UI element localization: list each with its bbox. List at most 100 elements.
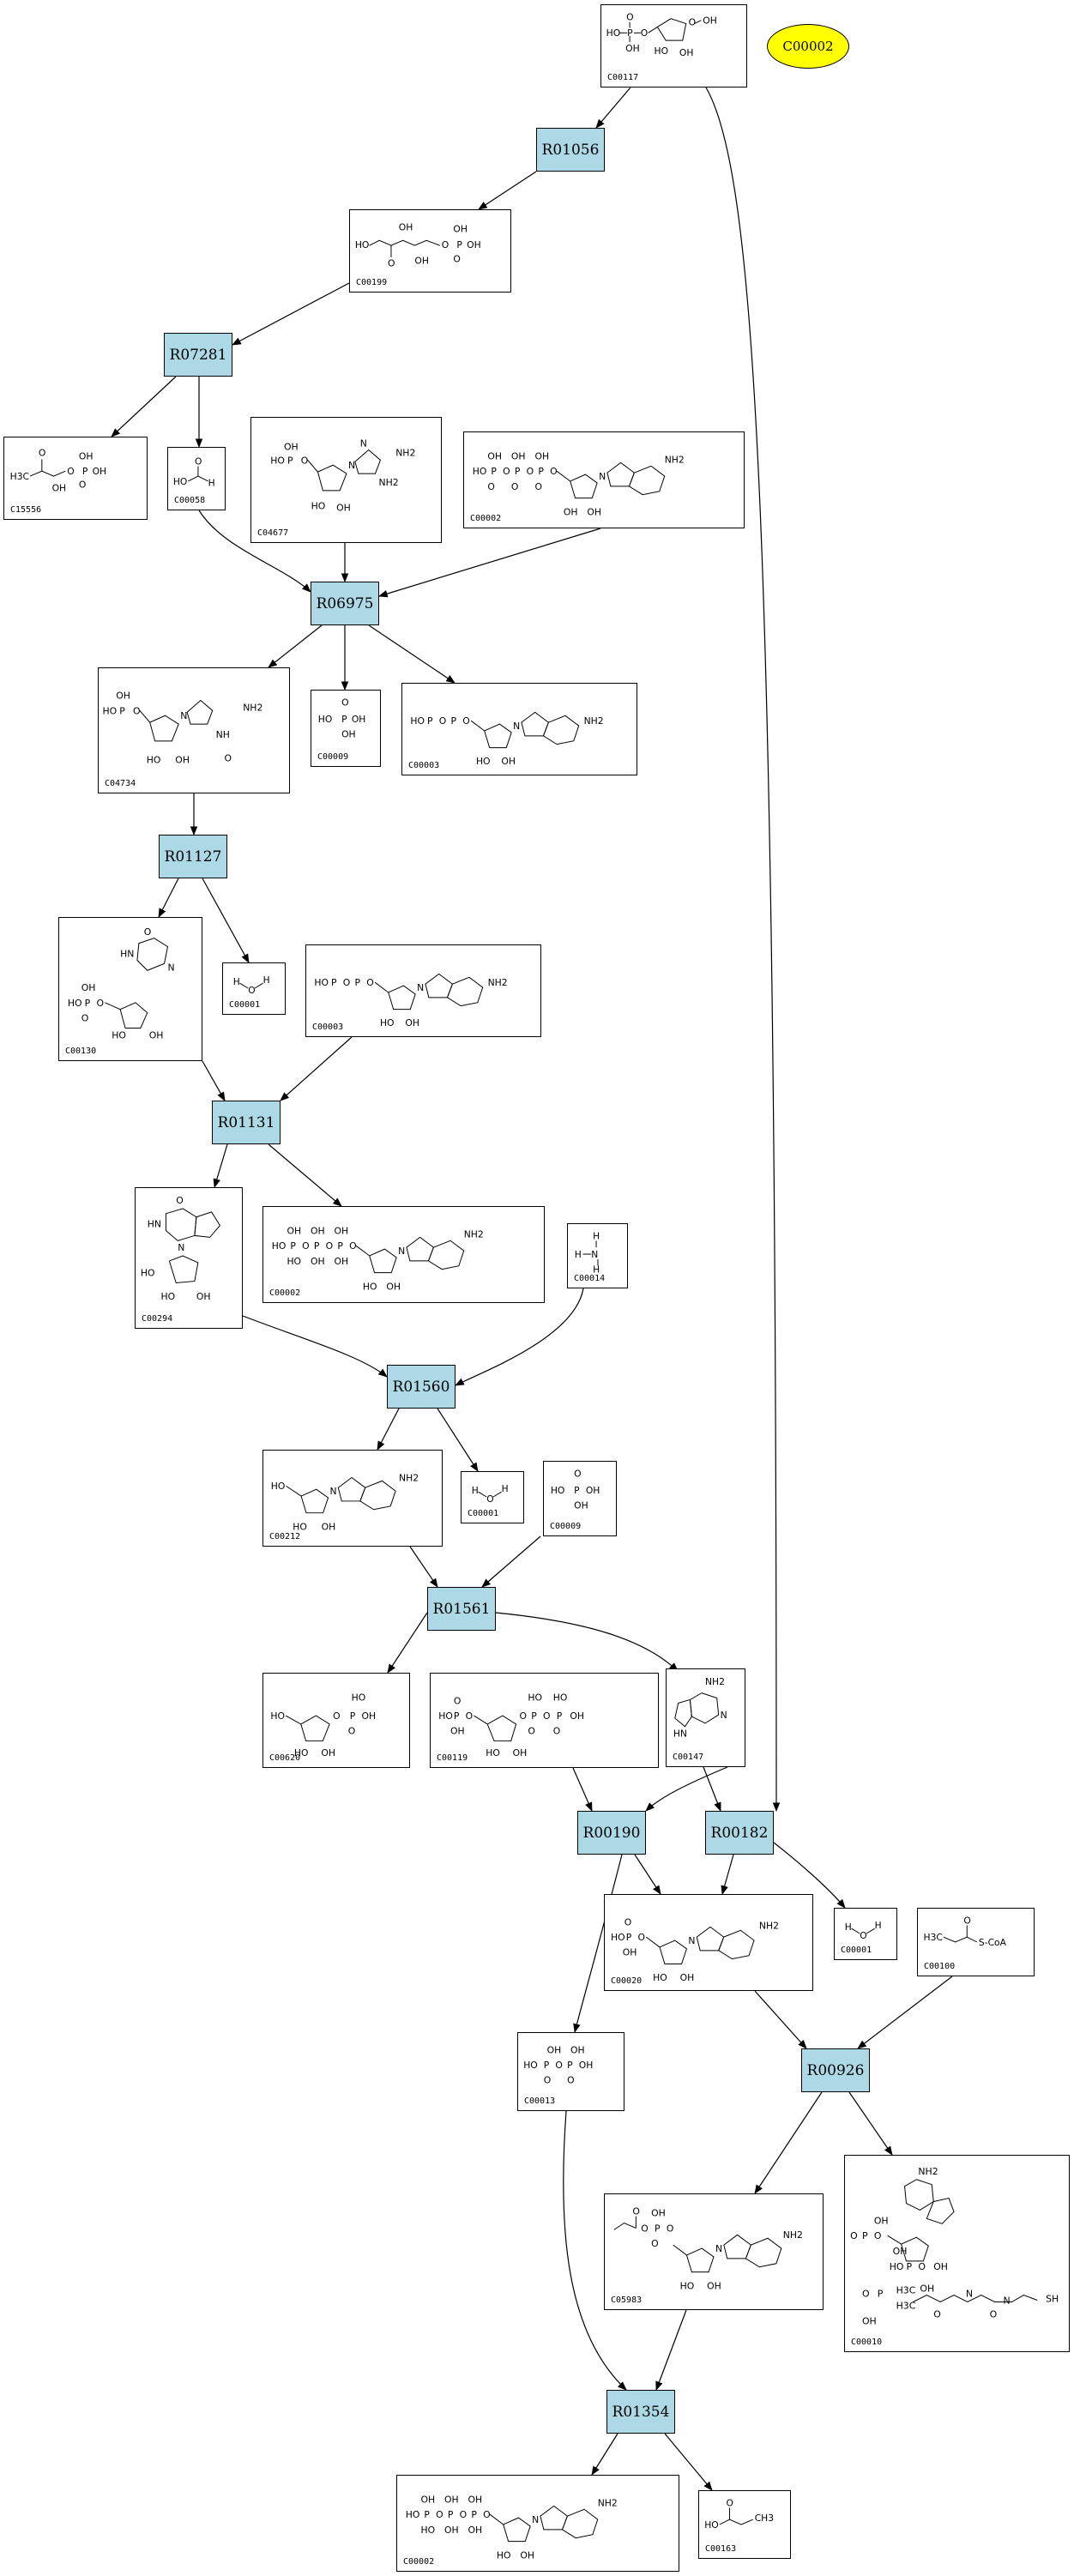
compound-c05983[interactable]: O O P OH O O N NH2 HO OH C05983 — [604, 2193, 824, 2310]
compound-id: C00010 — [851, 2338, 883, 2347]
compound-c00147[interactable]: NH2 HN N C00147 — [666, 1668, 745, 1767]
svg-text:HO: HO — [161, 1291, 176, 1302]
svg-text:N: N — [599, 471, 606, 482]
svg-text:O: O — [689, 17, 696, 28]
compound-c00002-mid[interactable]: HO P O P O P O OH OH OH HO OH OH N NH2 H… — [262, 1206, 545, 1303]
svg-text:P: P — [427, 715, 433, 727]
compound-c00001-a[interactable]: H O H C00001 — [222, 962, 286, 1015]
svg-text:O: O — [574, 1469, 581, 1480]
svg-text:HO: HO — [380, 1017, 395, 1029]
svg-text:P: P — [314, 1240, 320, 1252]
svg-text:HO: HO — [523, 2060, 538, 2071]
compound-id: C00100 — [924, 1962, 956, 1971]
edge-arrow — [158, 878, 179, 918]
compound-c00002-top[interactable]: HO P O P O P O OH OH OH O O O N NH2 OH O… — [463, 431, 745, 528]
svg-text:O: O — [439, 715, 446, 727]
svg-text:NH2: NH2 — [665, 454, 685, 465]
svg-text:OH: OH — [623, 1947, 637, 1958]
svg-text:O: O — [632, 2206, 640, 2217]
edge-arrow — [563, 2110, 627, 2391]
compound-id: C00130 — [65, 1047, 97, 1056]
compound-c00100[interactable]: H3C O S-CoA C00100 — [917, 1908, 1035, 1976]
edge-arrow — [572, 1767, 593, 1812]
edge-arrow — [721, 1854, 734, 1896]
compound-c00001-b[interactable]: H O H C00001 — [461, 1471, 524, 1523]
compound-id: C00002 — [269, 1288, 301, 1298]
reaction-r01131[interactable]: R01131 — [212, 1101, 281, 1144]
reaction-r00182[interactable]: R00182 — [705, 1811, 774, 1855]
svg-text:O: O — [874, 2230, 882, 2241]
reaction-r01056[interactable]: R01056 — [536, 128, 605, 172]
structure-adp: HO P O P O N NH2 HO OH — [314, 973, 508, 1029]
reaction-r01354[interactable]: R01354 — [606, 2390, 675, 2434]
structure-propanoate: HO O CH3 — [704, 2498, 774, 2531]
svg-text:P: P — [350, 1710, 356, 1722]
compound-c00001-c[interactable]: H O H C00001 — [834, 1908, 897, 1960]
compound-id: C00199 — [356, 278, 388, 287]
svg-text:P: P — [471, 2509, 477, 2520]
svg-text:O: O — [67, 466, 74, 477]
compound-c00009-b[interactable]: O HO P OH OH C00009 — [543, 1461, 617, 1536]
edge-arrow — [481, 1535, 541, 1588]
compound-c00058[interactable]: HO O H C00058 — [167, 447, 226, 510]
compound-c00163[interactable]: HO O CH3 C00163 — [698, 2490, 791, 2559]
svg-text:OH: OH — [322, 1521, 336, 1532]
edge-arrow — [213, 1143, 228, 1189]
reaction-r00190[interactable]: R00190 — [577, 1811, 646, 1855]
reaction-r00926[interactable]: R00926 — [801, 2048, 870, 2092]
svg-text:O: O — [487, 481, 495, 492]
svg-text:P: P — [337, 1240, 343, 1252]
compound-c00020[interactable]: O HO P O OH N NH2 HO OH C00020 — [604, 1894, 813, 1991]
compound-c00212[interactable]: HO N NH2 HO OH C00212 — [262, 1450, 443, 1547]
svg-text:P: P — [531, 1710, 537, 1722]
reaction-r07281[interactable]: R07281 — [164, 333, 232, 377]
start-compound-ellipse[interactable]: C00002 — [767, 24, 849, 69]
compound-c00003-a[interactable]: HO P O P O N NH2 HO OH C00003 — [401, 683, 637, 775]
svg-text:OH: OH — [52, 483, 67, 494]
svg-text:P: P — [862, 2230, 868, 2241]
edge-arrow — [754, 2091, 823, 2194]
structure-atp: HO P O P O P O OH OH OH O O O N NH2 OH O… — [473, 450, 685, 517]
edge-arrow — [478, 171, 537, 210]
compound-c04677[interactable]: OH HO P O N N NH2 NH2 HO OH C04677 — [250, 417, 442, 543]
compound-id: C04734 — [105, 779, 136, 788]
compound-c00130[interactable]: O HN N HO P O OH O HO OH C00130 — [58, 917, 202, 1061]
compound-c00003-b[interactable]: HO P O P O N NH2 HO OH C00003 — [305, 944, 541, 1037]
svg-text:N: N — [715, 2243, 722, 2254]
svg-text:H: H — [845, 1921, 852, 1933]
svg-text:N: N — [688, 1935, 695, 1946]
svg-text:O: O — [466, 1710, 474, 1722]
svg-text:H3C: H3C — [896, 2300, 916, 2311]
compound-c00294[interactable]: O HN N HO HO OH C00294 — [135, 1187, 243, 1329]
svg-text:OH: OH — [893, 2246, 908, 2257]
edge-arrow — [754, 1990, 807, 2049]
compound-c00009-a[interactable]: O HO P OH OH C00009 — [311, 690, 381, 767]
reaction-r06975[interactable]: R06975 — [311, 582, 379, 625]
svg-text:HO: HO — [476, 756, 491, 767]
compound-c00002-bottom[interactable]: HO P O P O P O OH OH OH HO OH OH N NH2 H… — [396, 2475, 679, 2572]
edge-arrow — [655, 2309, 687, 2392]
svg-text:O: O — [79, 480, 86, 491]
reaction-r01561[interactable]: R01561 — [427, 1587, 496, 1631]
compound-c00117[interactable]: HO P O OH O O OH HO OH C00117 — [600, 4, 747, 87]
compound-c00013[interactable]: OH OH HO P O P OH O O C00013 — [517, 2032, 624, 2111]
compound-c00620[interactable]: HO O P HO OH O HO OH C00620 — [262, 1673, 410, 1768]
structure-phosphate: O HO P OH OH — [318, 697, 366, 740]
reaction-r01127[interactable]: R01127 — [159, 835, 227, 878]
svg-text:O: O — [460, 2509, 468, 2520]
edge-arrow — [198, 510, 311, 593]
structure-water: H O H — [472, 1483, 509, 1505]
compound-c15556[interactable]: H3C O OH O P OH OH O C15556 — [3, 437, 148, 520]
edge-arrow — [377, 528, 601, 598]
compound-c00119[interactable]: O HO P O OH O P O P HO HO OH O O HO OH C… — [430, 1673, 659, 1768]
svg-text:HO: HO — [352, 1692, 366, 1703]
compound-c04734[interactable]: OH HO P O N NH2 NH O HO OH C04734 — [98, 667, 290, 793]
svg-text:H: H — [593, 1231, 600, 1242]
compound-id: C00002 — [470, 514, 502, 523]
compound-c00010[interactable]: NH2 OH O P O OH HO P O OH O P H3C OH N N… — [844, 2155, 1070, 2352]
svg-text:P: P — [907, 2261, 913, 2272]
reaction-r01560[interactable]: R01560 — [387, 1365, 456, 1409]
compound-c00014[interactable]: H H N H C00014 — [567, 1223, 628, 1288]
structure-faicar: OH HO P O N NH2 NH O HO OH — [102, 691, 262, 766]
compound-c00199[interactable]: HO O OH OH O P OH OH O C00199 — [349, 209, 511, 293]
